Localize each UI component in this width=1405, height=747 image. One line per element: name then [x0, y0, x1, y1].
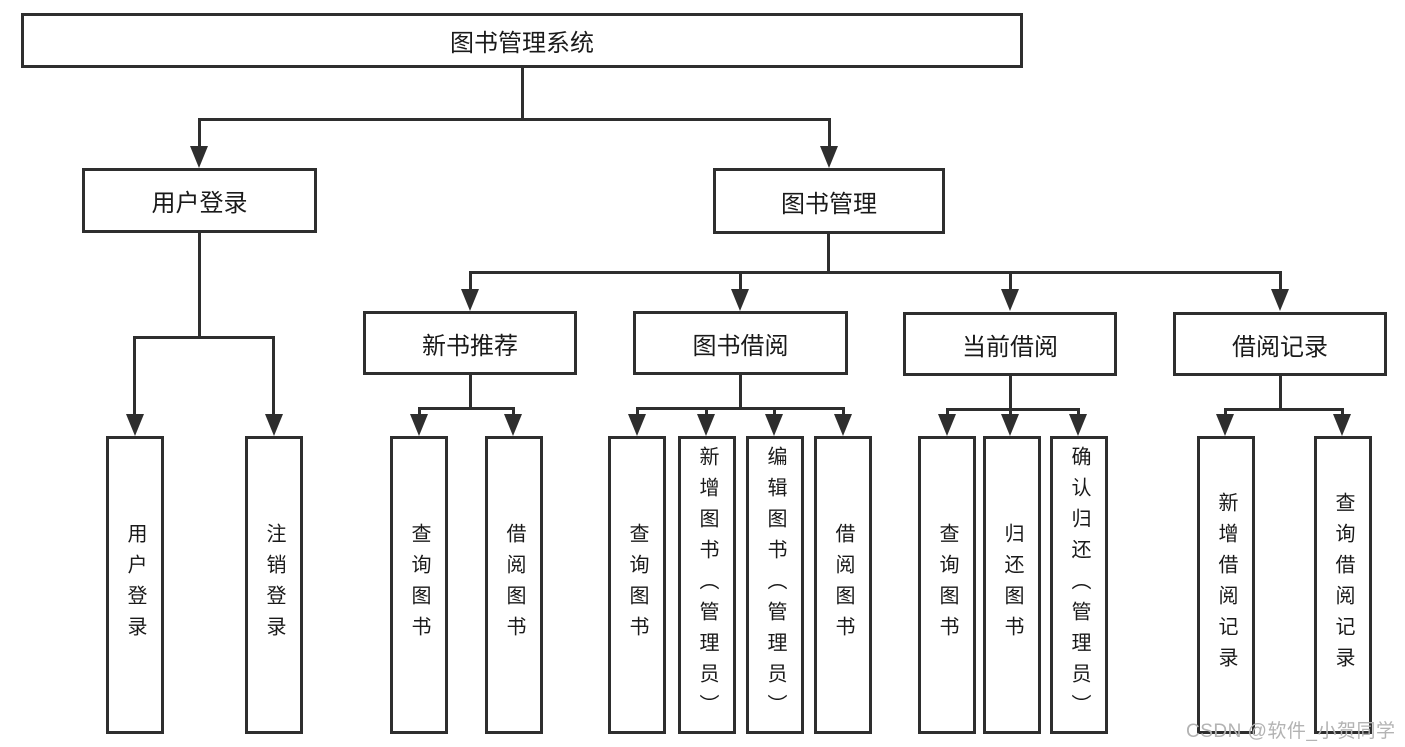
connector-to-add-borrow-record — [1224, 408, 1227, 419]
connector-to-query-books-recommend — [418, 407, 421, 419]
connector-root-stem — [521, 68, 524, 118]
arrowhead-to-user-login — [190, 146, 208, 168]
connector-to-leaf-logout — [272, 336, 275, 416]
leaf-query-borrow-record: 查询借阅记录 — [1314, 436, 1372, 734]
connector-records-stem — [1279, 376, 1282, 408]
connector-to-query-borrow-record — [1341, 408, 1344, 419]
connector-to-query-books-borrowing — [636, 407, 639, 419]
arrowhead-to-leaf-user-login — [126, 414, 144, 436]
leaf-return-books: 归还图书 — [983, 436, 1041, 734]
connector-to-return-books — [1009, 408, 1012, 419]
node-book-management: 图书管理 — [713, 168, 945, 234]
connector-records-crossbar — [1224, 408, 1344, 411]
leaf-user-login: 用户登录 — [106, 436, 164, 734]
connector-recommend-crossbar — [418, 407, 515, 410]
leaf-logout-login: 注销登录 — [245, 436, 303, 734]
connector-root-to-user-login — [198, 118, 201, 150]
leaf-add-books-admin: 新增图书（管理员） — [678, 436, 736, 734]
leaf-add-borrow-record: 新增借阅记录 — [1197, 436, 1255, 734]
leaf-query-books-borrowing: 查询图书 — [608, 436, 666, 734]
connector-to-confirm-return — [1077, 408, 1080, 419]
node-library-system: 图书管理系统 — [21, 13, 1023, 68]
arrowhead-to-confirm-return — [1069, 414, 1087, 436]
arrowhead-to-query-books-recommend — [410, 414, 428, 436]
arrowhead-to-borrow-books-borrowing — [834, 414, 852, 436]
leaf-borrow-books-borrowing: 借阅图书 — [814, 436, 872, 734]
arrowhead-to-query-borrow-record — [1333, 414, 1351, 436]
connector-to-borrow-books-recommend — [512, 407, 515, 419]
arrowhead-to-leaf-logout — [265, 414, 283, 436]
arrowhead-to-query-books-borrowing — [628, 414, 646, 436]
connector-to-add-books-admin — [705, 407, 708, 419]
connector-root-crossbar — [198, 118, 831, 121]
leaf-confirm-return-admin: 确认归还（管理员） — [1050, 436, 1108, 734]
arrowhead-to-borrow-books-recommend — [504, 414, 522, 436]
node-current-borrowing: 当前借阅 — [903, 312, 1117, 376]
connector-to-borrow-records — [1279, 271, 1282, 291]
arrowhead-to-new-book-recommend — [461, 289, 479, 311]
leaf-borrow-books-recommend: 借阅图书 — [485, 436, 543, 734]
connector-root-to-book-management — [828, 118, 831, 150]
connector-borrowing-stem — [739, 375, 742, 407]
leaf-query-books-current: 查询图书 — [918, 436, 976, 734]
arrowhead-to-edit-books-admin — [765, 414, 783, 436]
connector-to-borrow-books-borrowing — [842, 407, 845, 419]
connector-to-book-borrowing — [739, 271, 742, 291]
arrowhead-to-book-management — [820, 146, 838, 168]
connector-current-stem — [1009, 376, 1012, 408]
node-user-login: 用户登录 — [82, 168, 317, 233]
arrowhead-to-book-borrowing — [731, 289, 749, 311]
node-borrow-records: 借阅记录 — [1173, 312, 1387, 376]
connector-to-current-borrowing — [1009, 271, 1012, 291]
connector-user-login-crossbar — [133, 336, 275, 339]
connector-current-crossbar — [946, 408, 1079, 411]
connector-book-management-stem — [827, 234, 830, 271]
node-new-book-recommend: 新书推荐 — [363, 311, 577, 375]
connector-borrowing-crossbar — [636, 407, 844, 410]
node-book-borrowing: 图书借阅 — [633, 311, 848, 375]
connector-to-new-book-recommend — [469, 271, 472, 291]
connector-recommend-stem — [469, 375, 472, 407]
leaf-query-books-recommend: 查询图书 — [390, 436, 448, 734]
csdn-watermark: CSDN @软件_小贺同学 — [1186, 721, 1396, 742]
arrowhead-to-query-books-current — [938, 414, 956, 436]
arrowhead-to-return-books — [1001, 414, 1019, 436]
arrowhead-to-add-borrow-record — [1216, 414, 1234, 436]
connector-to-edit-books-admin — [773, 407, 776, 419]
arrowhead-to-current-borrowing — [1001, 289, 1019, 311]
connector-book-management-crossbar — [469, 271, 1281, 274]
arrowhead-to-borrow-records — [1271, 289, 1289, 311]
arrowhead-to-add-books-admin — [697, 414, 715, 436]
leaf-edit-books-admin: 编辑图书（管理员） — [746, 436, 804, 734]
connector-to-query-books-current — [946, 408, 949, 419]
connector-to-leaf-user-login — [133, 336, 136, 416]
connector-user-login-stem — [198, 233, 201, 336]
